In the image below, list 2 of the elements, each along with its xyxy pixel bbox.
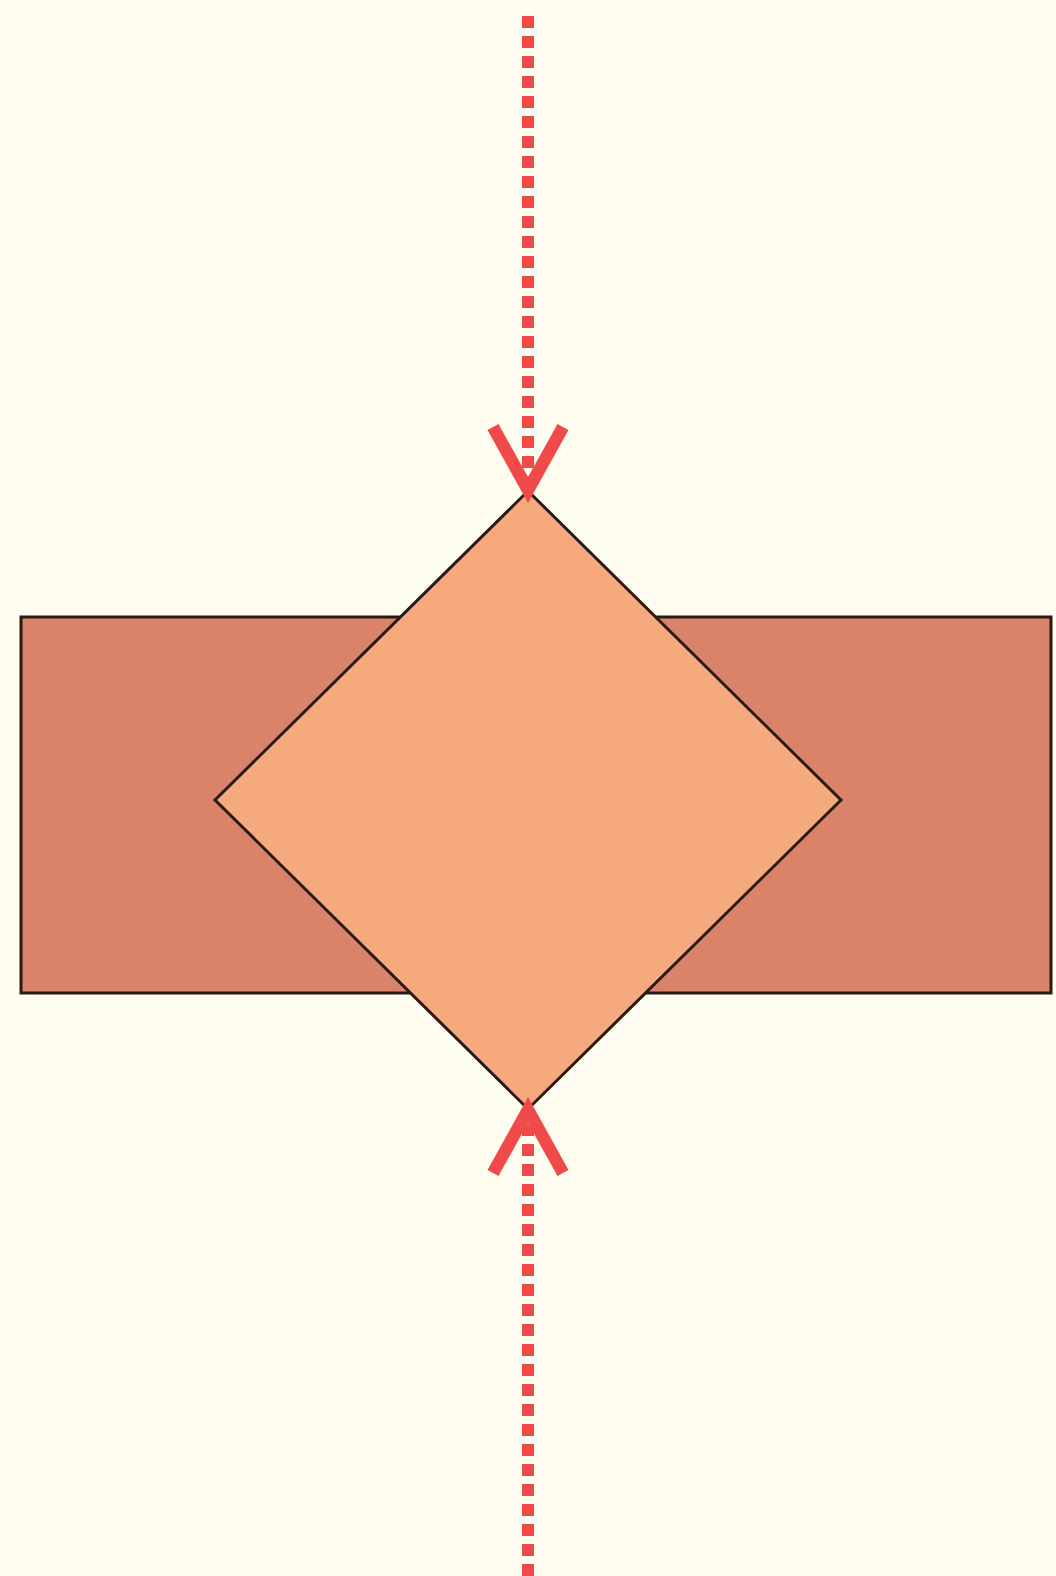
dashed-arrow bbox=[486, 16, 570, 497]
dashed-arrow bbox=[486, 1103, 570, 1576]
